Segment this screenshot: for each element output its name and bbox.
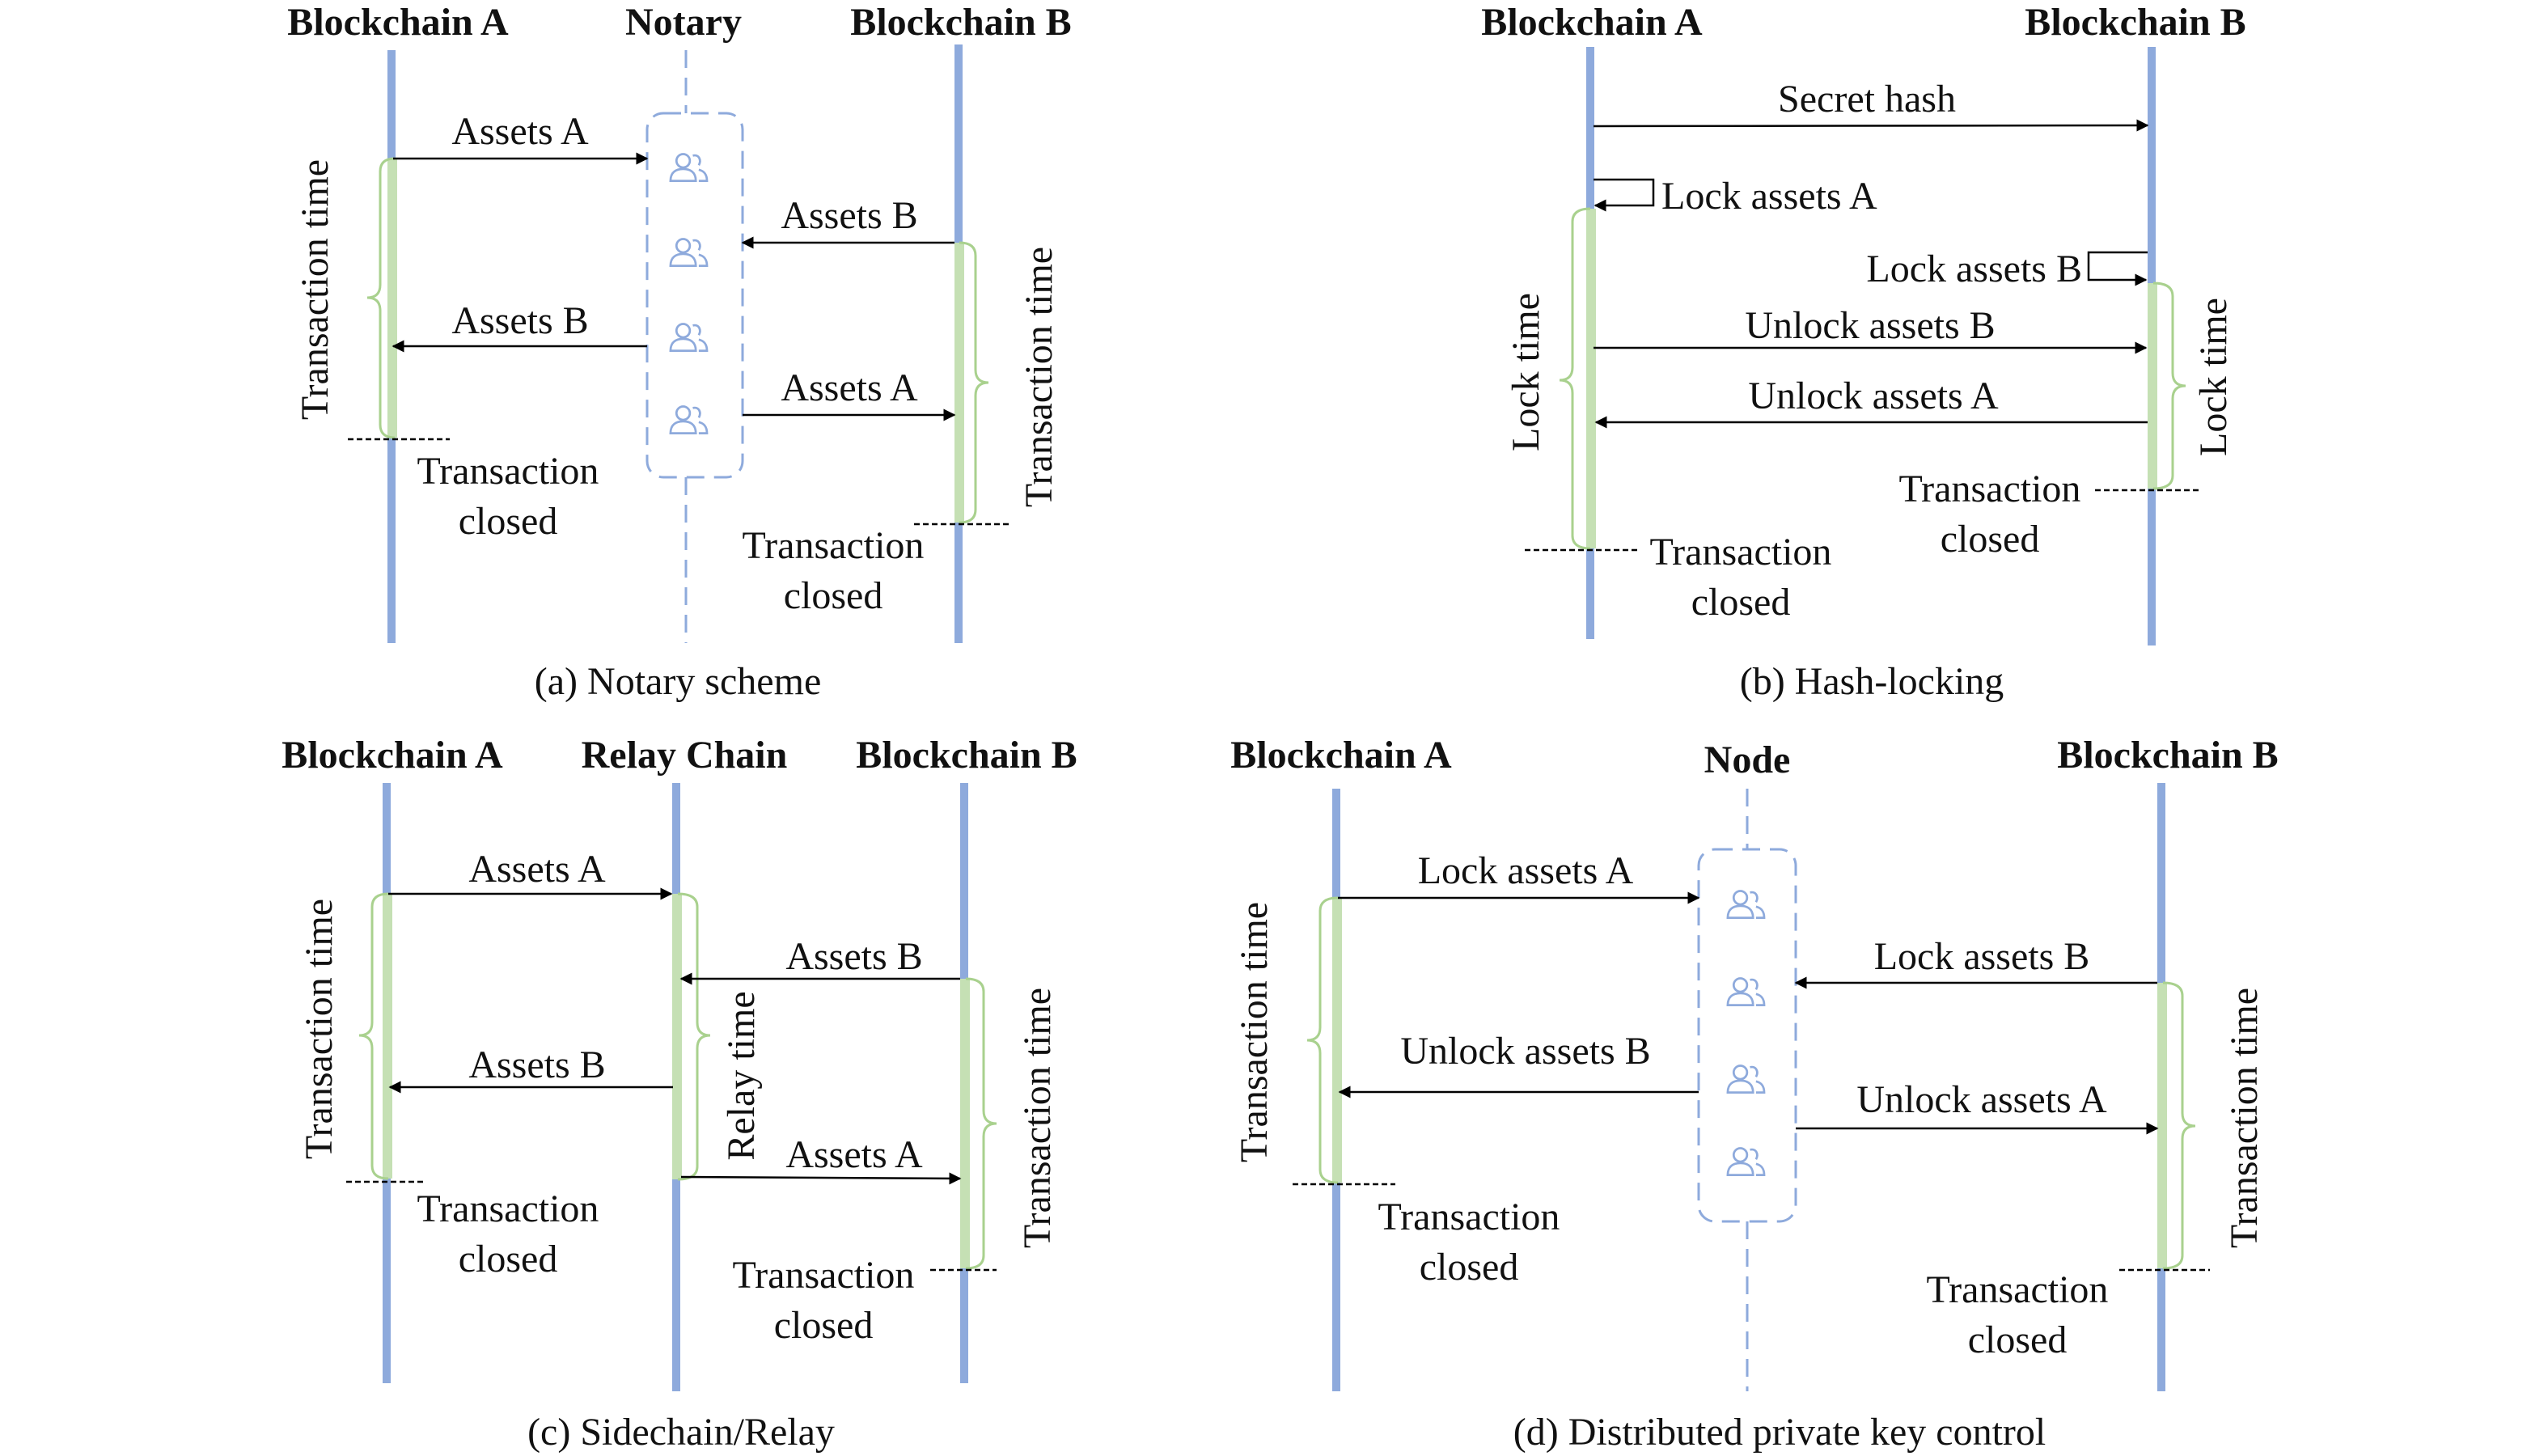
period-blockchain-a (383, 894, 392, 1179)
label-assets-a-2: Assets A (781, 366, 918, 409)
period-blockchain-a (387, 159, 397, 438)
period-blockchain-a (1586, 209, 1596, 548)
period-relay-chain (672, 894, 682, 1179)
period-blockchain-b (954, 243, 964, 523)
label-transaction-closed-b-line1: Transaction (1927, 1268, 2109, 1311)
notary-box (645, 112, 744, 479)
caption-distributed-private-key-control: (d) Distributed private key control (1513, 1411, 2046, 1454)
header-relay-chain: Relay Chain (582, 734, 788, 777)
label-lock-assets-b: Lock assets B (1874, 935, 2090, 978)
label-lock-assets-b: Lock assets B (1866, 248, 2082, 290)
header-notary: Notary (625, 1, 742, 44)
arrow-lock-assets-b (2087, 251, 2148, 286)
label-transaction-closed-b-line2: closed (1941, 518, 2040, 561)
arrow-lock-assets-a (1594, 178, 1655, 212)
label-transaction-closed-b-line2: closed (784, 574, 883, 617)
brace-blockchain-a (358, 892, 389, 1180)
label-transaction-closed-b-line1: Transaction (733, 1254, 915, 1297)
header-blockchain-a: Blockchain A (1230, 734, 1452, 777)
panel-sidechain-relay: Blockchain A Relay Chain Blockchain B Tr… (281, 734, 1077, 1454)
header-blockchain-b: Blockchain B (856, 734, 1077, 777)
arrow-secret-hash (1593, 119, 2149, 132)
label-transaction-time-b: Transaction time (1016, 988, 1059, 1248)
label-lock-time-a: Lock time (1505, 293, 1547, 451)
brace-blockchain-a (366, 157, 396, 439)
header-blockchain-a: Blockchain A (287, 1, 509, 44)
caption-notary-scheme: (a) Notary scheme (535, 660, 822, 703)
label-transaction-time-a: Transaction time (298, 899, 341, 1159)
header-blockchain-b: Blockchain B (850, 1, 1071, 44)
header-blockchain-a: Blockchain A (281, 734, 503, 777)
label-lock-assets-a: Lock assets A (1418, 849, 1634, 892)
header-node: Node (1704, 739, 1791, 781)
label-assets-b-2: Assets B (468, 1043, 605, 1086)
caption-sidechain-relay: (c) Sidechain/Relay (527, 1411, 835, 1454)
caption-hash-locking: (b) Hash-locking (1740, 660, 2004, 703)
brace-blockchain-b (965, 977, 997, 1270)
label-unlock-assets-b: Unlock assets B (1745, 304, 1995, 347)
arrow-assets-a-to-chain-b (680, 1172, 962, 1185)
label-transaction-closed-a-line1: Transaction (417, 1187, 599, 1230)
header-blockchain-b: Blockchain B (2057, 734, 2278, 777)
period-blockchain-b (2148, 283, 2157, 489)
node-box (1697, 848, 1797, 1223)
label-transaction-closed-b-line2: closed (774, 1304, 874, 1347)
label-transaction-time-b: Transaction time (2223, 988, 2266, 1248)
label-transaction-time-a: Transaction time (294, 159, 336, 420)
label-transaction-closed-b-line1: Transaction (1899, 468, 2081, 510)
panel-distributed-private-key: Blockchain A Node Blockchain B Transacti… (1230, 734, 2278, 1454)
brace-blockchain-b (2152, 281, 2186, 490)
brace-blockchain-a (1559, 207, 1591, 550)
label-transaction-closed-b-line2: closed (1968, 1318, 2068, 1361)
label-assets-a-1: Assets A (451, 110, 589, 153)
brace-relay-chain (677, 892, 711, 1181)
label-assets-b-2: Assets B (451, 299, 588, 342)
label-transaction-closed-a-line1: Transaction (1650, 531, 1832, 574)
label-secret-hash: Secret hash (1778, 78, 1956, 121)
period-blockchain-b (960, 979, 970, 1268)
label-unlock-assets-a: Unlock assets A (1748, 375, 1999, 417)
label-lock-assets-a: Lock assets A (1661, 175, 1877, 218)
brace-blockchain-a (1306, 896, 1339, 1184)
period-blockchain-a (1332, 898, 1342, 1183)
label-unlock-assets-a: Unlock assets A (1856, 1078, 2107, 1121)
label-assets-b-1: Assets B (785, 935, 922, 978)
label-lock-time-b: Lock time (2192, 298, 2235, 456)
label-transaction-closed-a-line1: Transaction (1378, 1196, 1560, 1238)
brace-blockchain-b (959, 241, 989, 524)
label-assets-a-2: Assets A (785, 1133, 923, 1176)
label-transaction-closed-b-line1: Transaction (743, 524, 925, 567)
panel-notary-scheme: Blockchain A Notary Blockchain B Transac… (287, 1, 1071, 703)
label-transaction-time-a: Transaction time (1233, 902, 1276, 1162)
label-relay-time: Relay time (720, 991, 763, 1160)
label-transaction-closed-a-line2: closed (459, 500, 558, 543)
label-assets-a-1: Assets A (468, 848, 606, 891)
brace-blockchain-b (2162, 981, 2196, 1270)
label-transaction-closed-a-line2: closed (1691, 581, 1791, 624)
label-transaction-closed-a-line1: Transaction (417, 450, 599, 493)
label-unlock-assets-b: Unlock assets B (1400, 1030, 1650, 1073)
panel-hash-locking: Blockchain A Blockchain B Lock time Lock… (1481, 1, 2245, 703)
label-transaction-closed-a-line2: closed (1420, 1246, 1519, 1289)
header-blockchain-b: Blockchain B (2025, 1, 2245, 44)
header-blockchain-a: Blockchain A (1481, 1, 1703, 44)
label-transaction-time-b: Transaction time (1018, 247, 1060, 507)
period-blockchain-b (2157, 983, 2167, 1268)
label-transaction-closed-a-line2: closed (459, 1238, 558, 1280)
label-assets-b-1: Assets B (781, 194, 917, 237)
